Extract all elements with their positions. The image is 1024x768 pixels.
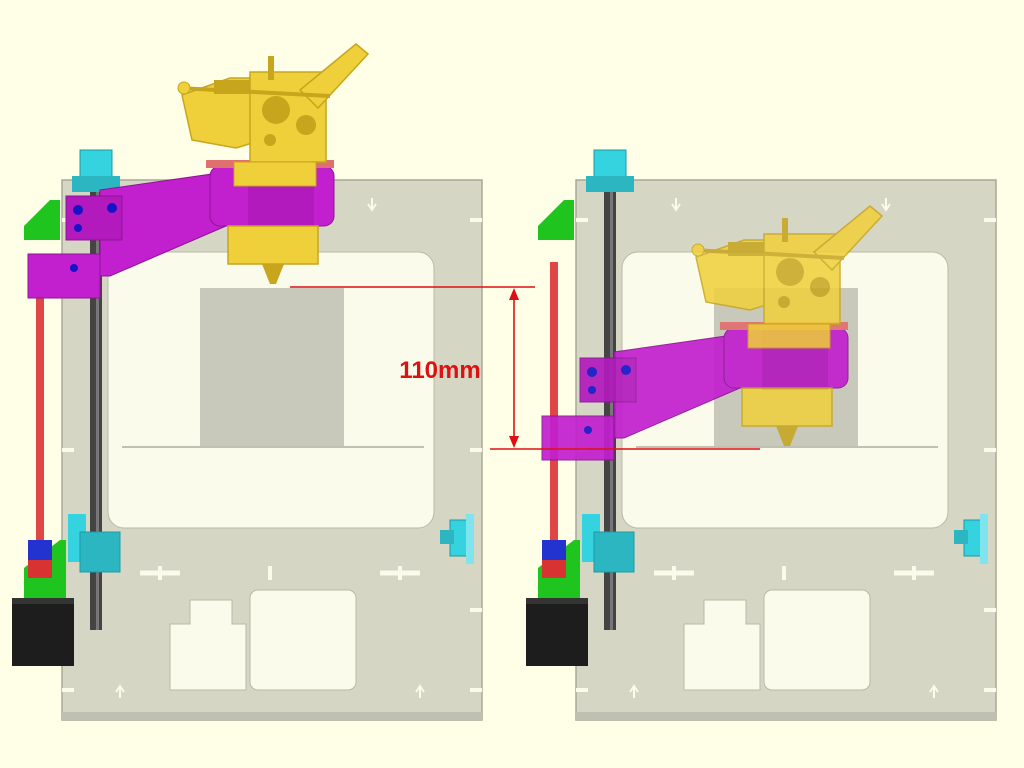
dimension-label: 110mm xyxy=(399,357,480,384)
printer-view-right xyxy=(525,149,996,720)
dimension-annotation: 110mm xyxy=(290,286,760,450)
dimension-arrow-head-top xyxy=(509,288,519,300)
dimension-arrow-head-bottom xyxy=(509,436,519,448)
